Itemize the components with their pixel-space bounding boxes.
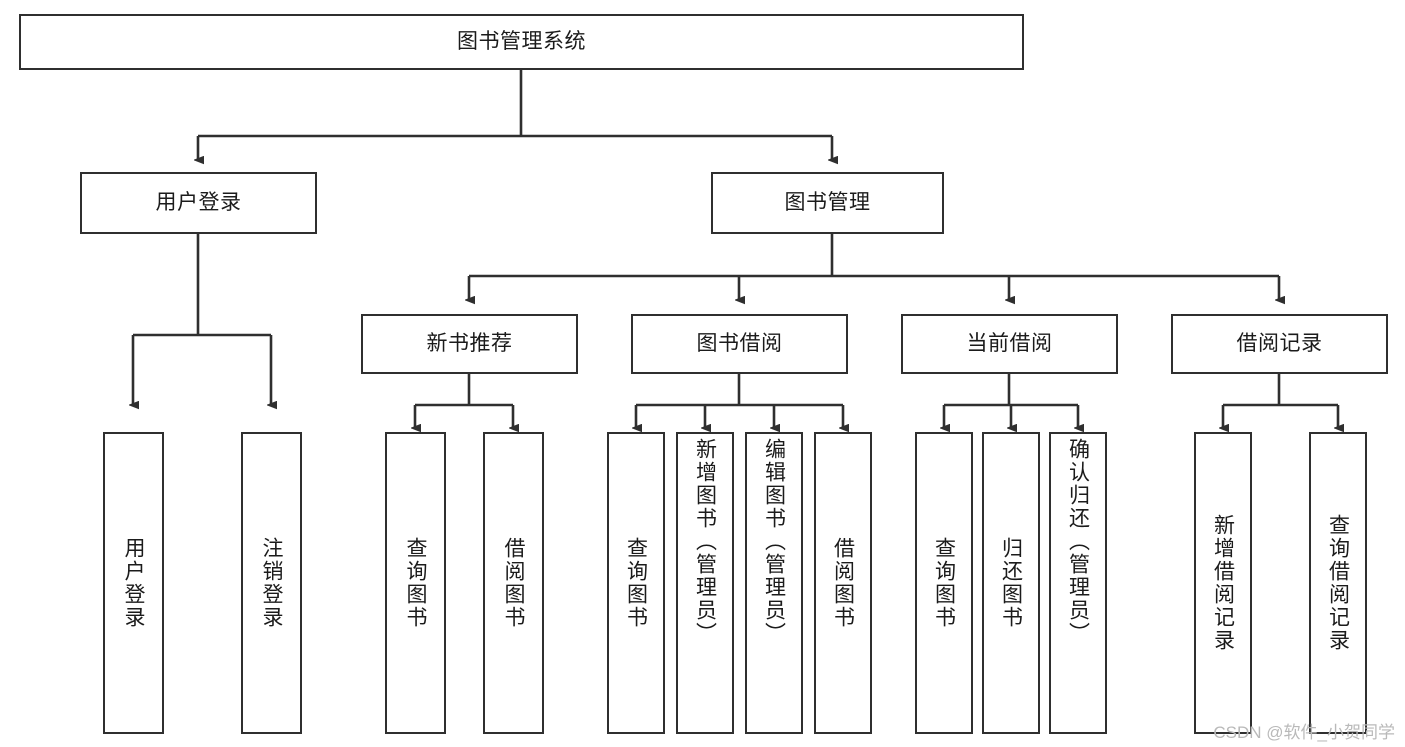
node-book-borrow-label: 图书借阅 bbox=[696, 332, 783, 356]
node-leaf-user-login[interactable]: 用户登录 bbox=[103, 432, 164, 734]
node-root[interactable]: 图书管理系统 bbox=[19, 14, 1024, 70]
node-book-borrow[interactable]: 图书借阅 bbox=[631, 314, 848, 374]
node-leaf-borrow-book-1[interactable]: 借阅图书 bbox=[483, 432, 544, 734]
node-leaf-logout-label: 注销登录 bbox=[260, 537, 283, 629]
node-leaf-borrow-book-2[interactable]: 借阅图书 bbox=[814, 432, 872, 734]
node-leaf-query-book-2-label: 查询图书 bbox=[624, 537, 648, 629]
watermark: CSDN @软件_小贺同学 bbox=[1213, 723, 1395, 742]
node-leaf-add-record-label: 新增借阅记录 bbox=[1211, 514, 1235, 652]
node-leaf-add-book[interactable]: 新增图书（管理员） bbox=[676, 432, 734, 734]
node-book-manage[interactable]: 图书管理 bbox=[711, 172, 944, 234]
node-leaf-add-book-label: 新增图书（管理员） bbox=[693, 438, 717, 645]
node-leaf-query-book-3[interactable]: 查询图书 bbox=[915, 432, 973, 734]
node-leaf-query-book-1[interactable]: 查询图书 bbox=[385, 432, 446, 734]
node-leaf-add-record[interactable]: 新增借阅记录 bbox=[1194, 432, 1252, 734]
node-new-book-recommend[interactable]: 新书推荐 bbox=[361, 314, 578, 374]
node-current-borrow-label: 当前借阅 bbox=[966, 332, 1053, 356]
node-new-book-recommend-label: 新书推荐 bbox=[426, 332, 513, 356]
node-book-manage-label: 图书管理 bbox=[784, 191, 871, 215]
node-user-login-label: 用户登录 bbox=[155, 191, 242, 215]
node-leaf-confirm-return-label: 确认归还（管理员） bbox=[1066, 438, 1090, 645]
node-leaf-query-book-3-label: 查询图书 bbox=[932, 537, 956, 629]
node-leaf-return-book-label: 归还图书 bbox=[999, 537, 1023, 629]
node-leaf-confirm-return[interactable]: 确认归还（管理员） bbox=[1049, 432, 1107, 734]
node-leaf-query-record-label: 查询借阅记录 bbox=[1326, 514, 1350, 652]
node-borrow-record-label: 借阅记录 bbox=[1236, 332, 1323, 356]
node-root-label: 图书管理系统 bbox=[457, 30, 586, 54]
node-current-borrow[interactable]: 当前借阅 bbox=[901, 314, 1118, 374]
node-leaf-user-login-label: 用户登录 bbox=[122, 537, 145, 629]
node-leaf-edit-book-label: 编辑图书（管理员） bbox=[762, 438, 786, 645]
node-leaf-query-book-1-label: 查询图书 bbox=[404, 537, 427, 629]
node-leaf-query-book-2[interactable]: 查询图书 bbox=[607, 432, 665, 734]
node-user-login[interactable]: 用户登录 bbox=[80, 172, 317, 234]
node-leaf-query-record[interactable]: 查询借阅记录 bbox=[1309, 432, 1367, 734]
node-leaf-logout[interactable]: 注销登录 bbox=[241, 432, 302, 734]
node-leaf-edit-book[interactable]: 编辑图书（管理员） bbox=[745, 432, 803, 734]
node-leaf-return-book[interactable]: 归还图书 bbox=[982, 432, 1040, 734]
node-borrow-record[interactable]: 借阅记录 bbox=[1171, 314, 1388, 374]
node-leaf-borrow-book-2-label: 借阅图书 bbox=[831, 537, 855, 629]
node-leaf-borrow-book-1-label: 借阅图书 bbox=[502, 537, 525, 629]
